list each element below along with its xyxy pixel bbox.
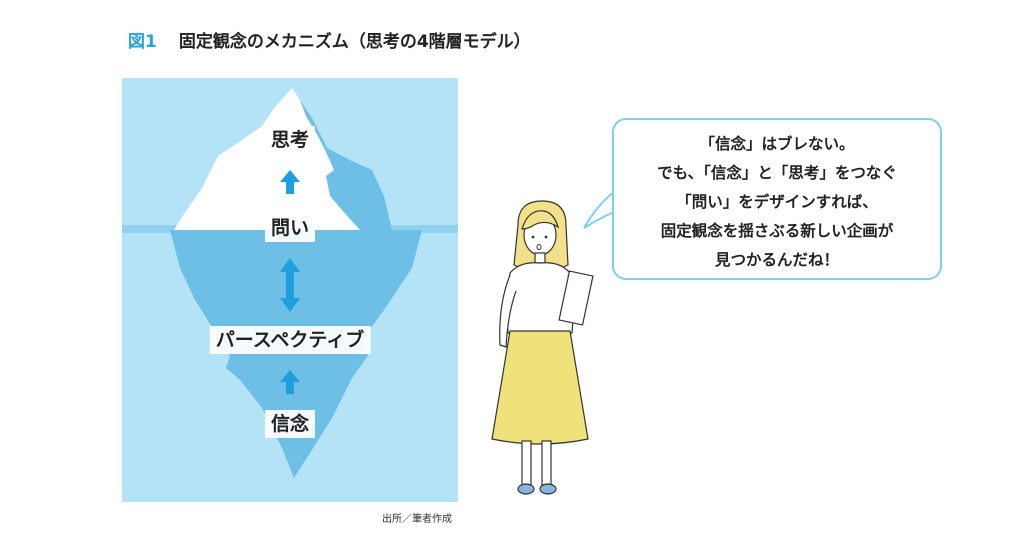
label-belief: 信念 (264, 410, 316, 438)
bubble-line: 「問い」をデザインすれば、 (676, 193, 878, 211)
source-note: 出所／筆者作成 (382, 514, 452, 525)
left-leg (521, 440, 532, 486)
figure-caption: 固定観念のメカニズム（思考の4階層モデル） (178, 32, 531, 52)
bubble-line: 見つかるんだね！ (714, 251, 839, 269)
figure-number: 図1 (128, 32, 157, 52)
right-shoe (539, 483, 557, 495)
woman-illustration (491, 200, 594, 495)
left-arm (499, 274, 517, 348)
eye (531, 235, 535, 239)
bubble-tail (583, 191, 615, 229)
arrow-belief-to-perspective (280, 370, 300, 394)
eye (544, 235, 548, 239)
mouth (536, 244, 542, 250)
bubble-line: でも、「信念」と「思考」をつなぐ (657, 164, 897, 182)
bubble-line: 「信念」はブレない。 (699, 135, 855, 153)
figure-title: 図1 固定観念のメカニズム（思考の4階層モデル） (128, 27, 531, 52)
iceberg-diagram: 思考 問い パースペクティブ 信念 (122, 78, 458, 502)
label-thinking: 思考 (264, 126, 316, 154)
label-question: 問い (264, 214, 316, 242)
bubble-text: 「信念」はブレない。 でも、「信念」と「思考」をつなぐ 「問い」をデザインすれば… (614, 130, 940, 275)
bubble-line: 固定観念を揺さぶる新しい企画が (660, 222, 894, 240)
iceberg-tip (174, 88, 360, 230)
papers (558, 270, 594, 326)
arrow-question-to-thinking (280, 170, 300, 194)
left-shoe (517, 483, 535, 495)
iceberg-underwater (170, 230, 422, 478)
hair-bangs (521, 210, 560, 230)
speech-bubble: 「信念」はブレない。 でも、「信念」と「思考」をつなぐ 「問い」をデザインすれば… (612, 118, 942, 280)
skirt (491, 330, 589, 445)
neck (534, 252, 546, 264)
arrow-question-perspective (280, 258, 300, 312)
label-perspective: パースペクティブ (209, 326, 371, 354)
right-leg (541, 440, 552, 486)
